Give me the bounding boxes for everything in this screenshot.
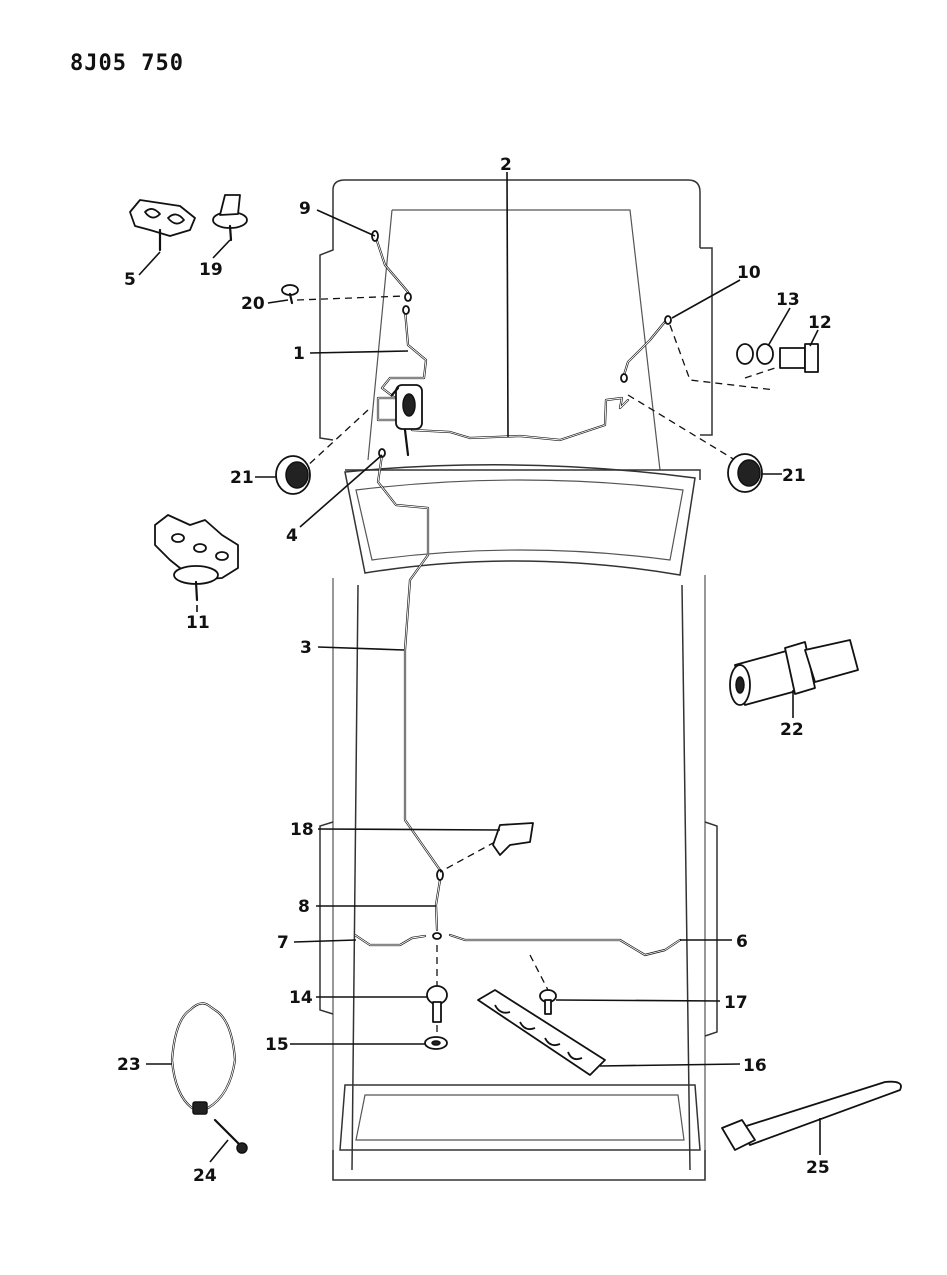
line-clip-16 bbox=[477, 989, 606, 1076]
callout-24: 24 bbox=[193, 1166, 217, 1186]
callout-25: 25 bbox=[806, 1158, 830, 1178]
callout-23: 23 bbox=[117, 1055, 141, 1075]
tie-strap-25 bbox=[721, 1080, 902, 1151]
brake-line-6 bbox=[448, 933, 682, 957]
brake-line-1 bbox=[380, 308, 428, 400]
callout-8: 8 bbox=[298, 897, 310, 917]
washer-part-15 bbox=[424, 1036, 448, 1050]
callout-7: 7 bbox=[277, 933, 289, 953]
callout-11: 11 bbox=[186, 613, 210, 633]
combination-valve bbox=[390, 384, 423, 457]
callout-12: 12 bbox=[808, 313, 832, 333]
callout-4: 4 bbox=[286, 526, 298, 546]
callout-2: 2 bbox=[500, 155, 512, 175]
grommet-left-21 bbox=[275, 455, 311, 495]
callout-13: 13 bbox=[776, 290, 800, 310]
line-fittings bbox=[371, 230, 672, 940]
bracket-part-18 bbox=[492, 822, 534, 856]
callout-leaders bbox=[138, 171, 821, 1163]
callout-5: 5 bbox=[124, 270, 136, 290]
vehicle-body-outline bbox=[319, 179, 718, 1181]
callout-21-left: 21 bbox=[230, 468, 254, 488]
brake-line-8 bbox=[434, 878, 442, 932]
callout-22: 22 bbox=[780, 720, 804, 740]
callout-numbers: 9 2 1 10 13 12 5 19 20 21 21 4 11 3 22 1… bbox=[117, 155, 832, 1186]
callout-6: 6 bbox=[736, 932, 748, 952]
brake-line-3 bbox=[376, 453, 442, 872]
callout-14: 14 bbox=[289, 988, 313, 1008]
callout-18: 18 bbox=[290, 820, 314, 840]
callout-21-right: 21 bbox=[782, 466, 806, 486]
callout-9: 9 bbox=[299, 199, 311, 219]
brake-line-9 bbox=[373, 233, 412, 302]
bolt-part-12 bbox=[779, 343, 819, 373]
brake-line-4 bbox=[376, 396, 400, 422]
callout-17: 17 bbox=[724, 993, 748, 1013]
screw-part-24 bbox=[213, 1118, 248, 1154]
brake-line-2 bbox=[410, 396, 630, 442]
callout-10: 10 bbox=[737, 263, 761, 283]
callout-3: 3 bbox=[300, 638, 312, 658]
washer-part-13 bbox=[736, 343, 774, 365]
callout-20: 20 bbox=[241, 294, 265, 314]
callout-19: 19 bbox=[199, 260, 223, 280]
clip-part-5 bbox=[129, 199, 196, 252]
clip-part-19 bbox=[212, 194, 248, 242]
grommet-right-21 bbox=[727, 453, 763, 493]
callout-1: 1 bbox=[293, 344, 305, 364]
brake-line-10 bbox=[622, 316, 670, 377]
bolt-part-14 bbox=[426, 985, 448, 1023]
brake-line-7 bbox=[353, 933, 427, 947]
callout-16: 16 bbox=[743, 1056, 767, 1076]
drawing-code: 8J05 750 bbox=[70, 51, 184, 76]
union-fitting-22 bbox=[729, 639, 859, 706]
hose-clamp-23 bbox=[170, 1002, 237, 1115]
clip-part-11 bbox=[154, 514, 239, 602]
bolt-part-17 bbox=[539, 989, 557, 1015]
assembly-dash-lines bbox=[296, 295, 776, 1035]
screw-part-20 bbox=[281, 284, 299, 305]
callout-15: 15 bbox=[265, 1035, 289, 1055]
